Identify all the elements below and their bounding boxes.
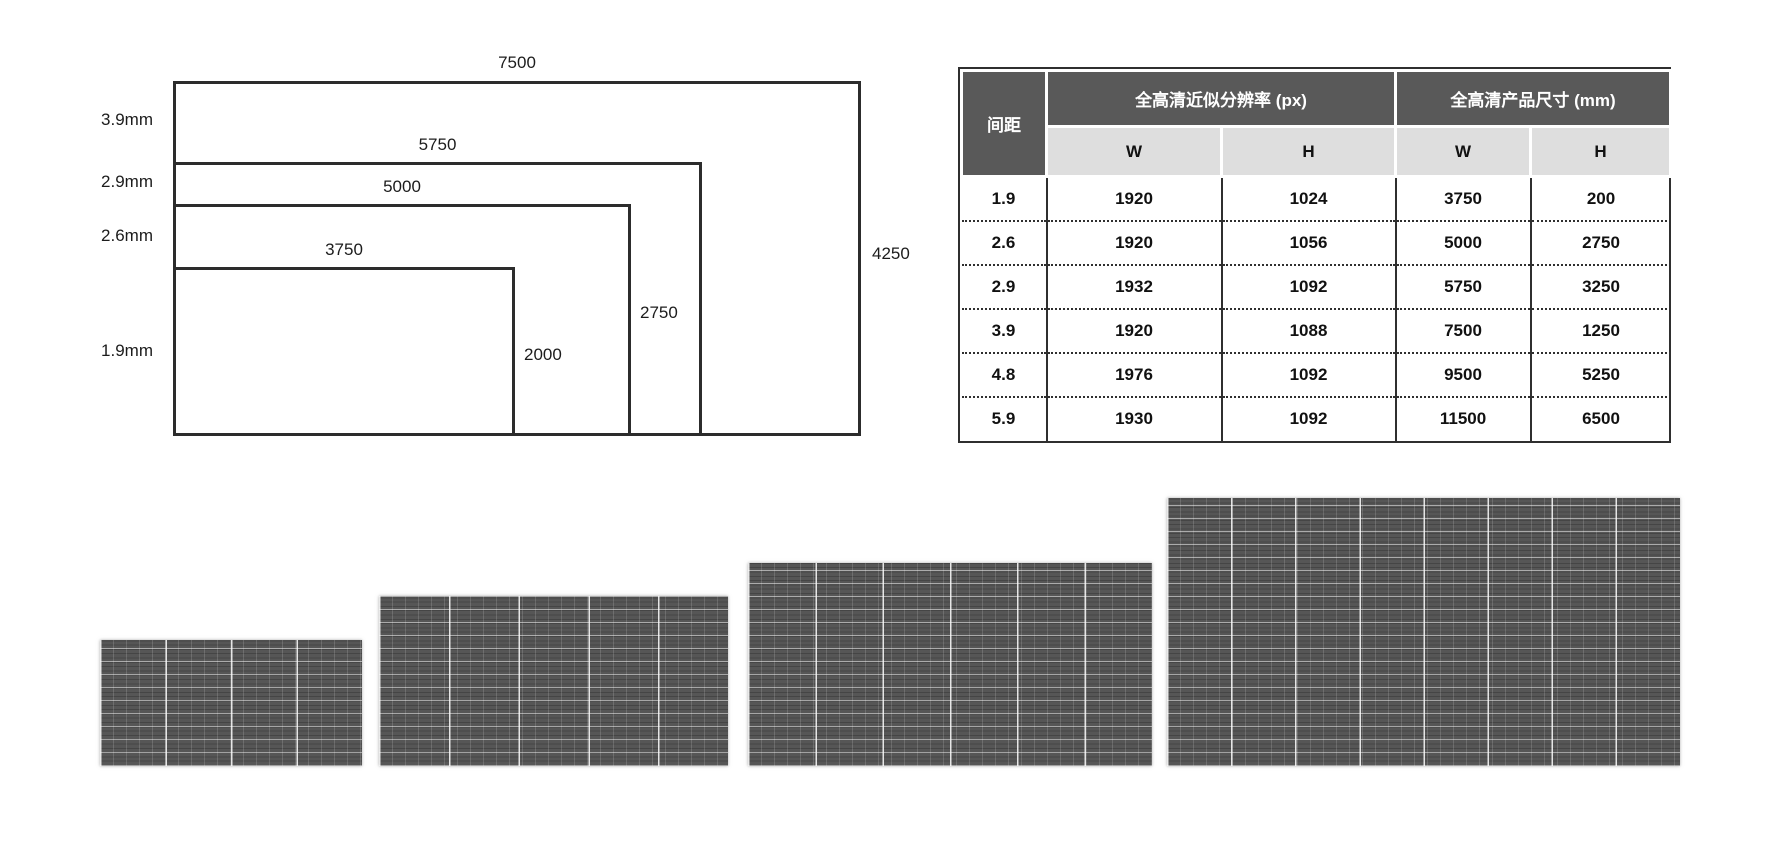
pitch-label-1-9mm: 1.9mm <box>101 341 153 360</box>
cell-res-h: 1024 <box>1220 175 1396 221</box>
cell-pitch: 4.8 <box>961 351 1047 397</box>
table-row: 1.9 1920 1024 3750 200 <box>961 175 1671 221</box>
cell-size-h: 3250 <box>1529 263 1671 309</box>
table-row: 5.9 1930 1092 11500 6500 <box>961 395 1671 441</box>
cell-res-w: 1976 <box>1045 351 1222 397</box>
sub-header-res-w: W <box>1045 125 1223 178</box>
height-label-2000: 2000 <box>524 345 562 364</box>
table-group-header-row: 间距 全高清近似分辨率 (px) 全高清产品尺寸 (mm) <box>960 69 1673 178</box>
height-label-2750: 2750 <box>640 303 678 322</box>
cell-res-h: 1092 <box>1220 263 1396 309</box>
rect-1-9mm <box>173 267 515 436</box>
cell-res-h: 1092 <box>1220 395 1396 441</box>
cell-size-h: 2750 <box>1529 219 1671 265</box>
cell-res-w: 1930 <box>1045 395 1222 441</box>
table-row: 2.9 1932 1092 5750 3250 <box>961 263 1671 309</box>
cell-size-w: 7500 <box>1394 307 1531 353</box>
cell-size-w: 5000 <box>1394 219 1531 265</box>
table-sub-header-row: W H W H <box>962 125 1673 178</box>
led-panel-2 <box>379 596 728 766</box>
cell-size-h: 1250 <box>1529 307 1671 353</box>
table-row: 4.8 1976 1092 9500 5250 <box>961 351 1671 397</box>
led-panel-1 <box>100 640 362 766</box>
cell-pitch: 5.9 <box>961 395 1047 441</box>
width-label-3750: 3750 <box>325 240 363 259</box>
sub-header-size-h: H <box>1529 125 1673 178</box>
pitch-label-2-6mm: 2.6mm <box>101 226 153 245</box>
sub-header-res-h: H <box>1219 125 1398 178</box>
cell-res-w: 1920 <box>1045 175 1222 221</box>
sub-header-size-w: W <box>1394 125 1533 178</box>
cell-res-h: 1092 <box>1220 351 1396 397</box>
cell-size-w: 5750 <box>1394 263 1531 309</box>
corner-header-pitch: 间距 <box>960 69 1048 178</box>
cell-res-h: 1088 <box>1220 307 1396 353</box>
width-label-5750: 5750 <box>418 135 457 154</box>
cell-pitch: 2.6 <box>961 219 1047 265</box>
table-row: 3.9 1920 1088 7500 1250 <box>961 307 1671 353</box>
width-label-7500: 7500 <box>498 53 536 72</box>
group-header-resolution: 全高清近似分辨率 (px) <box>1044 69 1398 128</box>
spec-table: 间距 全高清近似分辨率 (px) 全高清产品尺寸 (mm) W H W H 1.… <box>958 67 1673 443</box>
cell-size-h: 200 <box>1529 175 1671 221</box>
cell-res-w: 1920 <box>1045 307 1222 353</box>
led-panel-4 <box>1167 498 1680 766</box>
group-header-size: 全高清产品尺寸 (mm) <box>1394 69 1673 128</box>
cell-res-w: 1920 <box>1045 219 1222 265</box>
pitch-label-2-9mm: 2.9mm <box>101 172 153 191</box>
led-panel-3 <box>748 563 1152 766</box>
width-label-5000: 5000 <box>383 177 421 196</box>
cell-size-h: 6500 <box>1529 395 1671 441</box>
cell-res-w: 1932 <box>1045 263 1222 309</box>
table-row: 2.6 1920 1056 5000 2750 <box>961 219 1671 265</box>
height-label-4250: 4250 <box>872 244 910 263</box>
cell-size-h: 5250 <box>1529 351 1671 397</box>
cell-size-w: 11500 <box>1394 395 1531 441</box>
cell-pitch: 2.9 <box>961 263 1047 309</box>
cell-size-w: 3750 <box>1394 175 1531 221</box>
cell-pitch: 3.9 <box>961 307 1047 353</box>
cell-res-h: 1056 <box>1220 219 1396 265</box>
cell-size-w: 9500 <box>1394 351 1531 397</box>
cell-pitch: 1.9 <box>961 175 1047 221</box>
pitch-label-3-9mm: 3.9mm <box>101 110 153 129</box>
